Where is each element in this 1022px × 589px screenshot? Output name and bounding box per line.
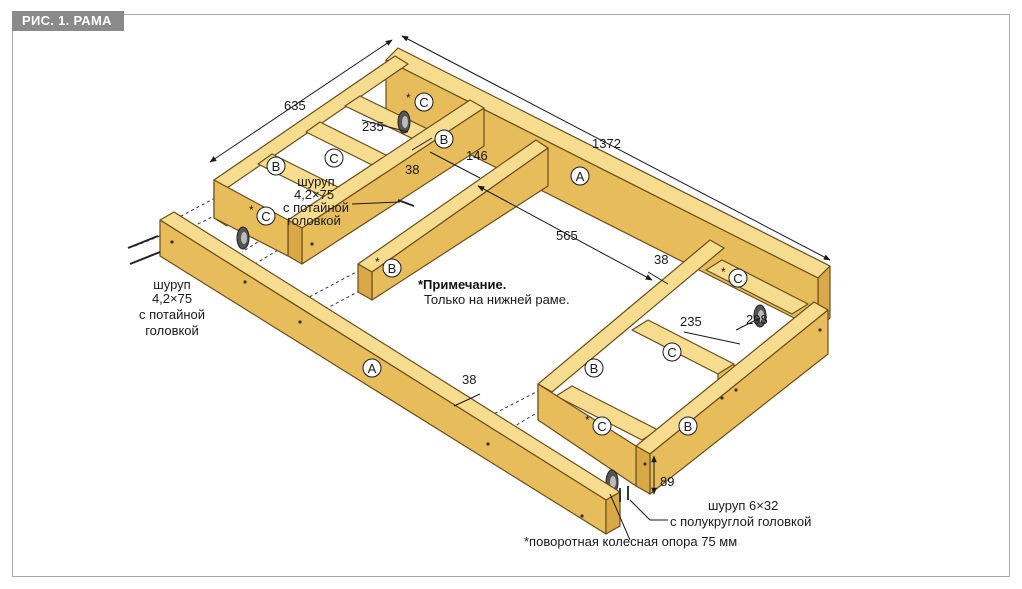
part-c-rear-top: C (419, 95, 428, 110)
dim-thickness-rear: 38 (405, 162, 419, 177)
screw-inner-line-4: головкой (287, 213, 341, 228)
dim-length: 1372 (592, 136, 621, 151)
dim-height: 89 (660, 474, 674, 489)
callout-screw-inner: шуруп 4,2×75 с потайной головкой (283, 174, 349, 228)
caster-callout: *поворотная колесная опора 75 мм (524, 534, 737, 549)
screw-inner-line-2: 4,2×75 (294, 187, 334, 202)
screw-inner-line-1: шуруп (297, 174, 334, 189)
screw-outer-line-2: 4,2×75 (152, 291, 192, 306)
part-c-rear-mid: C (329, 151, 338, 166)
screw-outer-line-4: головкой (145, 323, 199, 338)
part-labels (256, 92, 748, 436)
part-b-rear-left: B (272, 159, 281, 174)
part-c-front-mid: C (667, 345, 676, 360)
screw-caster-line-2: с полукруглой головкой (670, 514, 811, 529)
screws-outer (127, 235, 161, 265)
dim-offset-rear: 146 (466, 148, 488, 163)
asterisk-rear-top: * (406, 91, 411, 105)
figure-frame (12, 14, 1010, 577)
dim-span-middle: 565 (556, 228, 578, 243)
screw-inner (397, 199, 415, 207)
screw-holes (170, 240, 822, 518)
dim-depth-front: 298 (746, 312, 768, 327)
rail-a-front (159, 211, 621, 535)
dimension-lines (209, 35, 831, 541)
screw-caster-line-1: шуруп 6×32 (708, 498, 778, 513)
part-b-middle: B (388, 261, 397, 276)
dim-width: 635 (284, 98, 306, 113)
part-b-rear-right: B (440, 132, 449, 147)
asterisk-front-bottom: * (585, 413, 590, 427)
screw-outer-line-3: с потайной (139, 307, 205, 322)
asterisk-rear-bottom: * (249, 203, 254, 217)
part-b-front-left: B (590, 361, 599, 376)
part-a-front: A (368, 361, 377, 376)
asterisk-middle: * (375, 255, 380, 269)
screws-caster (619, 486, 629, 502)
dim-gap-front: 235 (680, 314, 702, 329)
figure-title: РИС. 1. РАМА (12, 11, 124, 31)
part-a-back: A (576, 169, 585, 184)
part-c-front-bottom: C (597, 419, 606, 434)
dim-gap-rear: 235 (362, 119, 384, 134)
screw-outer-line-1: шуруп (153, 277, 190, 292)
callout-screw-caster: шуруп 6×32 с полукруглой головкой (670, 498, 811, 529)
note-text: Только на нижней раме. (424, 292, 570, 307)
screw-inner-line-3: с потайной (283, 200, 349, 215)
caster-front-2 (753, 304, 767, 328)
caster-rear-1 (236, 226, 250, 250)
part-c-front-top: C (733, 271, 742, 286)
note-title: *Примечание. (418, 277, 506, 292)
dim-thickness-middle: 38 (654, 252, 668, 267)
callout-screw-outer: шуруп 4,2×75 с потайной головкой (139, 277, 205, 338)
asterisk-front-top: * (721, 265, 726, 279)
dim-thickness-rail: 38 (462, 372, 476, 387)
part-b-front-right: B (684, 419, 693, 434)
part-c-rear-bottom: C (261, 209, 270, 224)
